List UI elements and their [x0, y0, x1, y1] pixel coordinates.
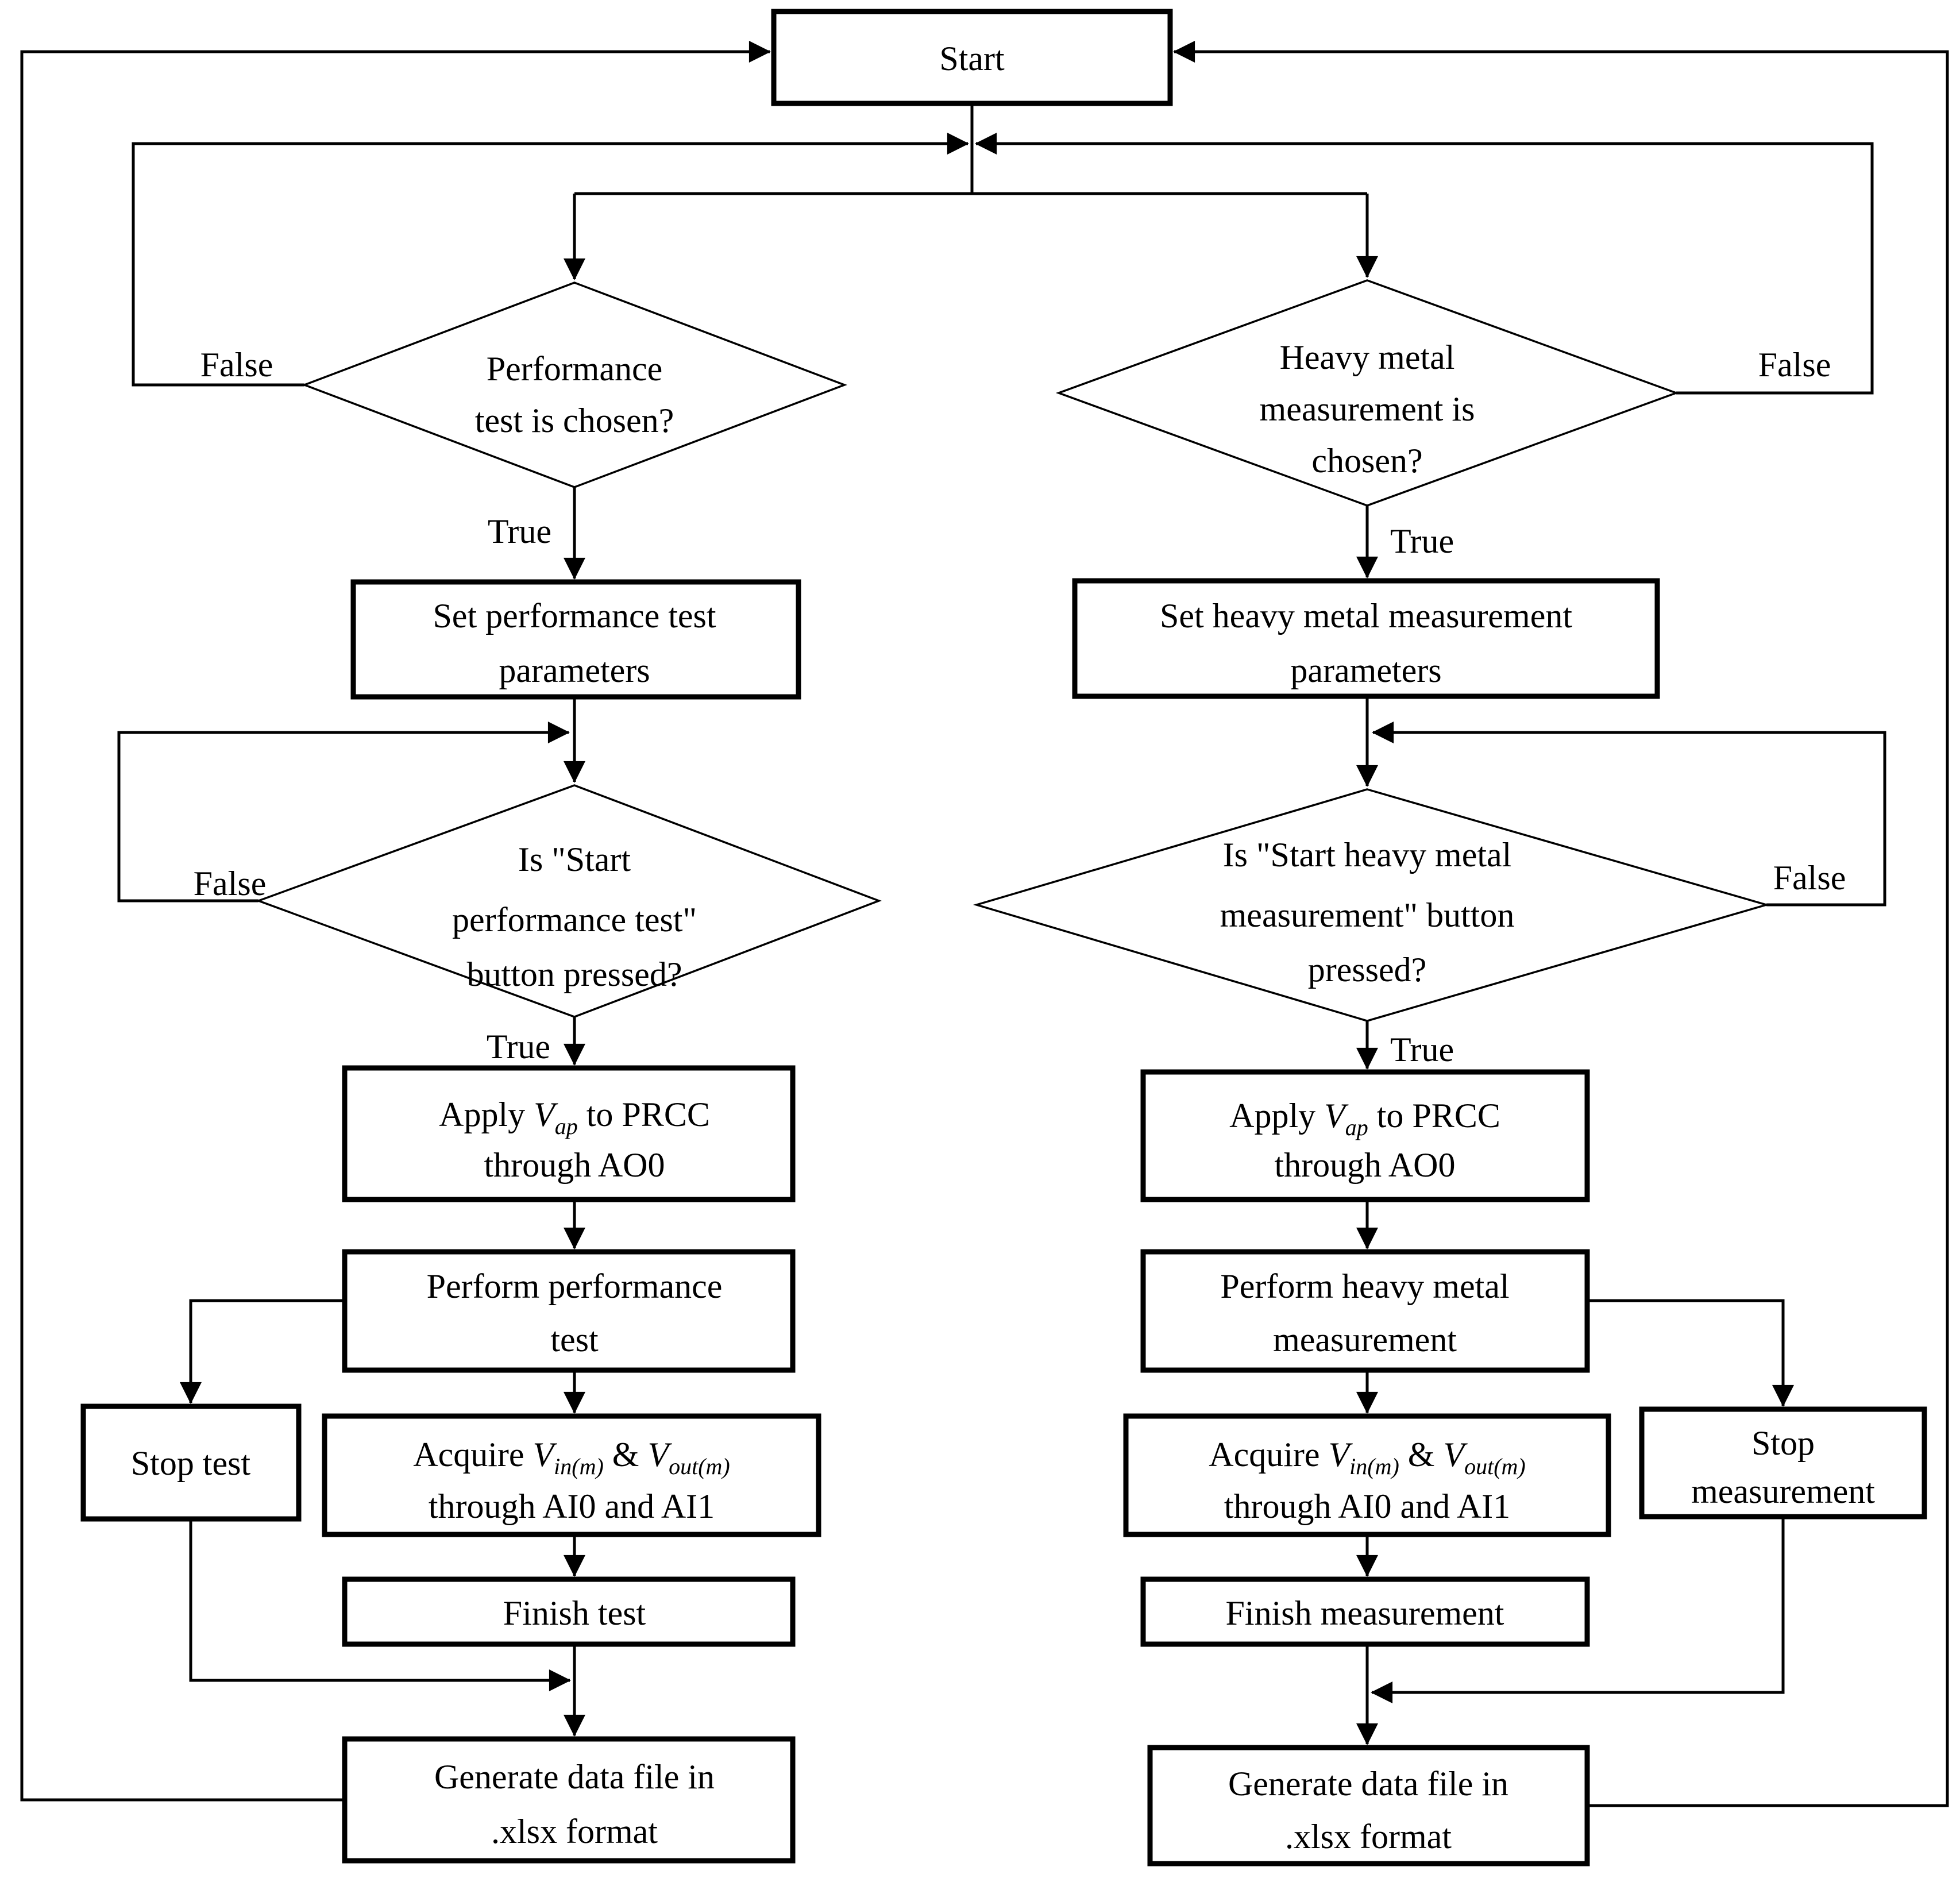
perform-measurement-right-line2: measurement: [1273, 1321, 1457, 1359]
set-performance-params-line1: Set performance test: [433, 597, 716, 635]
true-label-decision1-right: True: [1390, 522, 1454, 560]
acquire-right-line2: through AI0 and AI1: [1224, 1487, 1510, 1525]
edge-generate-left-to-start-loop: [20, 41, 771, 1802]
process-finish-test: Finish test: [342, 1576, 796, 1647]
decision-start-performance-line1: Is "Start: [518, 840, 631, 878]
acquire-right-line1: Acquire Vin(m) & Vout(m): [1209, 1436, 1526, 1479]
apply-vap-left-line1: Apply Vap to PRCC: [439, 1096, 710, 1139]
decision-heavymetal-chosen-line1: Heavy metal: [1280, 338, 1455, 376]
set-heavymetal-params-line2: parameters: [1290, 651, 1441, 689]
true-label-decision1-left: True: [488, 512, 551, 550]
finish-measurement-label: Finish measurement: [1226, 1594, 1504, 1632]
decision-start-performance-pressed-shape: [255, 784, 882, 1018]
process-set-performance-params-box: [350, 579, 801, 700]
false-label-decision1-left: False: [200, 346, 273, 384]
edge-generate-right-to-start-loop: [1173, 41, 1949, 1807]
true-label-decision2-right: True: [1390, 1031, 1454, 1069]
process-apply-vap-right: Apply Vap to PRCC through AO0: [1140, 1069, 1590, 1202]
process-perform-test-left-box: [342, 1249, 796, 1373]
decision-heavymetal-chosen-line2: measurement is: [1260, 390, 1475, 428]
decision-start-heavymetal-line3: pressed?: [1308, 951, 1427, 989]
decision-start-performance-line2: performance test": [452, 901, 697, 939]
apply-vap-right-line1: Apply Vap to PRCC: [1229, 1097, 1500, 1140]
decision-performance-chosen-shape: [302, 281, 847, 488]
false-label-decision2-left: False: [194, 865, 267, 903]
process-finish-test-box: [342, 1576, 796, 1647]
edges: [20, 41, 1949, 1807]
process-acquire-left-box: [322, 1413, 821, 1537]
decision-performance-chosen: Performance test is chosen?: [302, 281, 847, 488]
generate-file-left-line1: Generate data file in: [434, 1758, 715, 1796]
process-apply-vap-right-box: [1140, 1069, 1590, 1202]
edge-perform-right-to-stop: [1587, 1299, 1794, 1407]
generate-file-right-line1: Generate data file in: [1228, 1765, 1508, 1803]
decision-start-heavymetal-line1: Is "Start heavy metal: [1223, 836, 1512, 874]
perform-test-left-line1: Perform performance: [427, 1267, 723, 1305]
stop-measurement-line1: Stop: [1751, 1424, 1815, 1462]
process-set-heavymetal-params-box: [1072, 578, 1660, 699]
true-label-decision2-left: True: [487, 1028, 550, 1066]
start-label: Start: [939, 40, 1005, 78]
edge-stop-right-merge: [1371, 1517, 1785, 1703]
finish-test-label: Finish test: [503, 1594, 646, 1632]
perform-test-left-line2: test: [550, 1321, 599, 1359]
process-stop-test-box: [80, 1403, 302, 1522]
process-generate-file-left-box: [342, 1736, 796, 1864]
decision-heavymetal-chosen: Heavy metal measurement is chosen?: [1055, 279, 1680, 507]
edge-decision2-left-false-loop: [117, 722, 570, 903]
process-stop-measurement: Stop measurement: [1639, 1406, 1927, 1520]
edge-stop-left-merge: [189, 1519, 571, 1691]
process-perform-measurement-right: Perform heavy metal measurement: [1140, 1249, 1590, 1373]
process-set-performance-params: Set performance test parameters: [350, 579, 801, 700]
decision-performance-chosen-line2: test is chosen?: [475, 402, 674, 439]
process-apply-vap-left: Apply Vap to PRCC through AO0: [342, 1065, 796, 1202]
process-acquire-left: Acquire Vin(m) & Vout(m) through AI0 and…: [322, 1413, 821, 1537]
process-set-heavymetal-params: Set heavy metal measurement parameters: [1072, 578, 1660, 699]
acquire-left-line2: through AI0 and AI1: [429, 1487, 715, 1525]
apply-vap-left-line2: through AO0: [484, 1146, 665, 1184]
start-node: Start: [771, 9, 1173, 106]
process-finish-measurement: Finish measurement: [1140, 1576, 1590, 1647]
false-label-decision1-right: False: [1758, 346, 1831, 384]
decision-heavymetal-chosen-line3: chosen?: [1311, 442, 1422, 480]
stop-measurement-line2: measurement: [1691, 1472, 1875, 1510]
decision-heavymetal-chosen-shape: [1055, 279, 1680, 507]
generate-file-left-line2: .xlsx format: [491, 1812, 658, 1850]
decision-start-heavymetal-line2: measurement" button: [1220, 896, 1515, 934]
process-generate-file-left: Generate data file in .xlsx format: [342, 1736, 796, 1864]
decision-start-performance-pressed: Is "Start performance test" button press…: [255, 784, 882, 1018]
edge-perform-left-to-stop: [180, 1299, 345, 1404]
process-perform-measurement-right-box: [1140, 1249, 1590, 1373]
process-generate-file-right-box: [1147, 1745, 1590, 1866]
process-finish-measurement-box: [1140, 1576, 1590, 1647]
false-label-decision2-right: False: [1773, 859, 1846, 897]
set-heavymetal-params-line1: Set heavy metal measurement: [1160, 597, 1572, 635]
acquire-left-line1: Acquire Vin(m) & Vout(m): [413, 1436, 730, 1479]
start-box: [771, 9, 1173, 106]
edge-decision1-left-false-loop: [132, 133, 969, 387]
process-stop-test: Stop test: [80, 1403, 302, 1522]
apply-vap-right-line2: through AO0: [1275, 1146, 1456, 1184]
decision-performance-chosen-line1: Performance: [487, 350, 663, 388]
process-perform-test-left: Perform performance test: [342, 1249, 796, 1373]
generate-file-right-line2: .xlsx format: [1285, 1818, 1452, 1856]
process-generate-file-right: Generate data file in .xlsx format: [1147, 1745, 1590, 1866]
process-apply-vap-left-box: [342, 1065, 796, 1202]
perform-measurement-right-line1: Perform heavy metal: [1220, 1267, 1509, 1305]
decision-start-heavymetal-pressed-shape: [973, 788, 1770, 1022]
set-performance-params-line2: parameters: [499, 651, 650, 689]
edge-decision1-right-false-loop: [975, 133, 1874, 395]
process-stop-measurement-box: [1639, 1406, 1927, 1520]
edge-decision2-right-false-loop: [1372, 722, 1886, 907]
stop-test-label: Stop test: [131, 1444, 251, 1482]
process-acquire-right-box: [1123, 1413, 1611, 1537]
process-acquire-right: Acquire Vin(m) & Vout(m) through AI0 and…: [1123, 1413, 1611, 1537]
decision-start-performance-line3: button pressed?: [467, 955, 682, 993]
decision-start-heavymetal-pressed: Is "Start heavy metal measurement" butto…: [973, 788, 1770, 1022]
